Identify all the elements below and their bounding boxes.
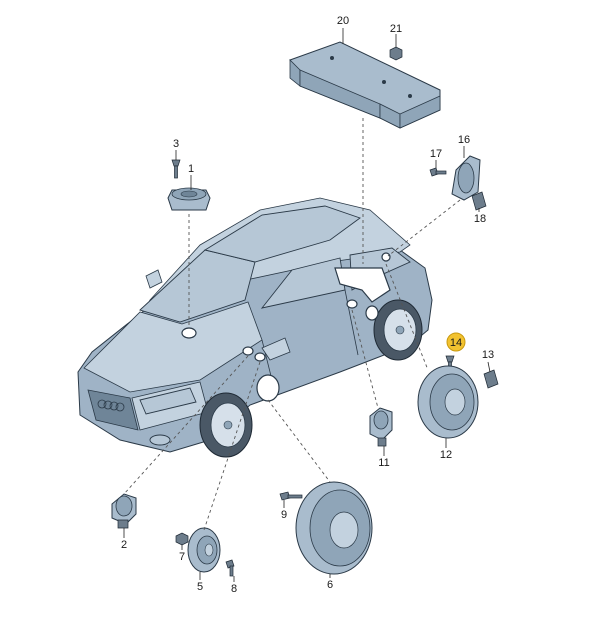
nut-part-21	[389, 46, 403, 61]
callout-20: 20	[337, 15, 349, 27]
leader-lines	[123, 28, 491, 582]
callout-1: 1	[188, 163, 194, 175]
callout-14: 14	[450, 337, 462, 349]
front-wheel	[199, 392, 253, 458]
speaker-part-2	[111, 493, 137, 529]
callout-6: 6	[327, 579, 333, 591]
car-body-illustration	[77, 197, 433, 458]
callout-13: 13	[482, 349, 494, 361]
tweeter-part-1	[167, 187, 211, 211]
callout-2: 2	[121, 539, 127, 551]
rear-wheel	[373, 299, 423, 361]
speaker-part-6	[295, 481, 373, 575]
screw-part-17	[429, 167, 447, 177]
amplifier-part-20	[289, 41, 441, 129]
callout-7: 7	[179, 551, 185, 563]
callout-11: 11	[378, 457, 389, 469]
screw-part-3	[171, 159, 181, 179]
screw-part-9	[279, 491, 303, 501]
callout-8: 8	[231, 583, 237, 595]
callout-21: 21	[390, 23, 402, 35]
callout-5: 5	[197, 581, 203, 593]
callout-16: 16	[458, 134, 470, 146]
assignment-lines	[123, 118, 461, 531]
callout-12: 12	[440, 449, 452, 461]
callout-18: 18	[474, 213, 486, 225]
grille-emblem	[97, 399, 125, 412]
callout-9: 9	[281, 509, 287, 521]
nut-part-7	[175, 532, 189, 546]
speaker-part-12	[417, 365, 479, 439]
highlight-marker-14	[446, 332, 466, 352]
screw-part-8	[225, 559, 235, 577]
callout-3: 3	[173, 138, 179, 150]
callout-17: 17	[430, 148, 442, 160]
tweeter-part-11	[369, 407, 393, 447]
speaker-part-16	[451, 155, 481, 201]
callout-labels: 20 21 3 1 16 17 18 14 13 12 11 2 7 5 8 9…	[121, 15, 494, 595]
clip-part-18	[471, 191, 487, 211]
clip-part-13	[483, 369, 499, 389]
speaker-part-5	[187, 527, 221, 573]
